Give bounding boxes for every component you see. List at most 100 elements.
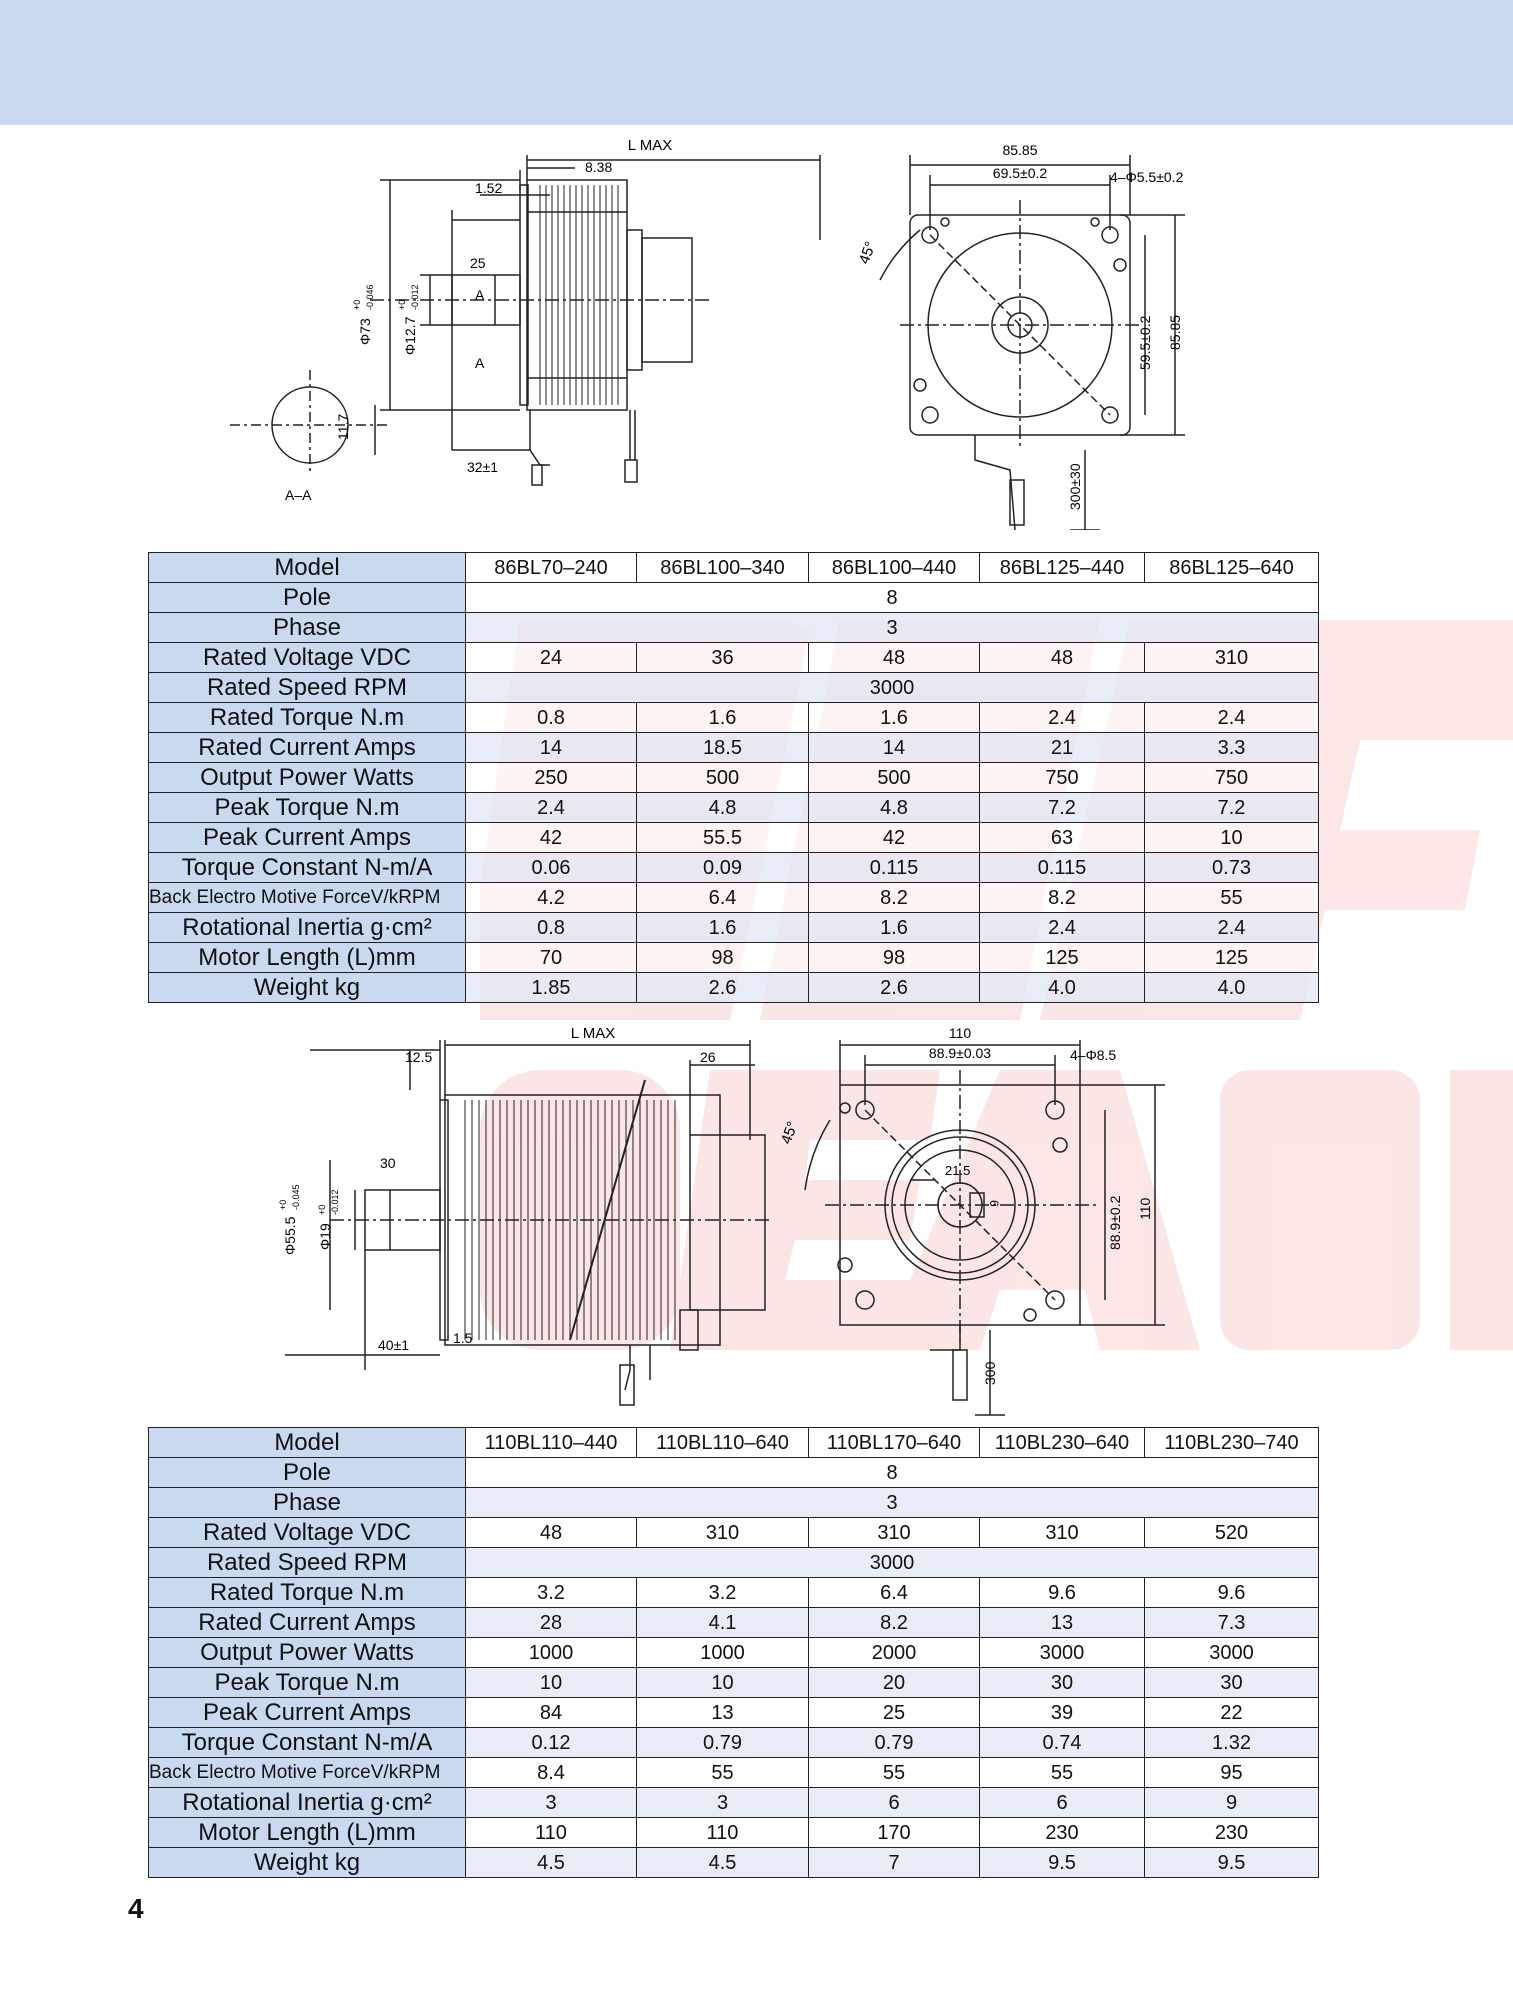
table-row-inertia: Rotational Inertia g·cm² 0.8 1.6 1.6 2.4… <box>148 912 1319 943</box>
table-cell: 0.115 <box>979 852 1145 883</box>
table-row-pole: Pole 8 <box>148 582 1319 613</box>
row-label: Rated Speed RPM <box>148 672 466 703</box>
row-label: Torque Constant N-m/A <box>148 852 466 883</box>
page-number: 4 <box>128 1893 144 1924</box>
table-cell: 310 <box>808 1517 980 1548</box>
table-cell: 110 <box>465 1817 637 1848</box>
table-cell: 55 <box>1144 882 1319 913</box>
row-label: Motor Length (L)mm <box>148 942 466 973</box>
table-row-rated-torque: Rated Torque N.m 0.8 1.6 1.6 2.4 2.4 <box>148 702 1319 733</box>
table-cell: 42 <box>465 822 637 853</box>
dia-12-7: Φ12.7 <box>402 316 418 355</box>
row-label: Output Power Watts <box>148 762 466 793</box>
holes-spec: 4–Φ5.5±0.2 <box>1110 169 1184 185</box>
row-label: Phase <box>148 612 466 643</box>
row-label: Weight kg <box>148 972 466 1003</box>
table-row-phase: Phase 3 <box>148 612 1319 643</box>
table-cell: 0.09 <box>636 852 809 883</box>
table-cell: 4.8 <box>636 792 809 823</box>
table-cell: 9.5 <box>1144 1847 1319 1878</box>
table-cell: 230 <box>979 1817 1145 1848</box>
table-cell: 14 <box>465 732 637 763</box>
table-cell: 4.5 <box>636 1847 809 1878</box>
table-cell: 55 <box>808 1757 980 1788</box>
table-row-rated-speed: Rated Speed RPM 3000 <box>148 672 1319 703</box>
table-row-weight: Weight kg 1.85 2.6 2.6 4.0 4.0 <box>148 972 1319 1003</box>
model-cell: 86BL100–340 <box>636 552 809 583</box>
table-cell: 0.73 <box>1144 852 1319 883</box>
row-label: Rotational Inertia g·cm² <box>148 912 466 943</box>
dim-88-9: 88.9±0.03 <box>929 1045 991 1061</box>
table-row-model: Model 86BL70–240 86BL100–340 86BL100–440… <box>148 552 1319 583</box>
row-label: Pole <box>148 1457 466 1488</box>
dim-110-side: 110 <box>1137 1197 1153 1220</box>
table-cell: 125 <box>1144 942 1319 973</box>
table-cell: 8 <box>465 582 1319 613</box>
table-cell: 3 <box>465 1787 637 1818</box>
table-cell: 8 <box>465 1457 1319 1488</box>
dim-30: 30 <box>380 1155 396 1171</box>
table-cell: 21 <box>979 732 1145 763</box>
dia-55-5: Φ55.5 <box>282 1216 298 1255</box>
row-label: Torque Constant N-m/A <box>148 1727 466 1758</box>
table-cell: 2.4 <box>979 912 1145 943</box>
row-label: Back Electro Motive ForceV/kRPM <box>148 1757 466 1788</box>
section-label: A–A <box>285 487 312 503</box>
table-cell: 0.115 <box>808 852 980 883</box>
table-row-pole: Pole 8 <box>148 1457 1319 1488</box>
table-row-peak-current: Peak Current Amps 42 55.5 42 63 10 <box>148 822 1319 853</box>
label-a-bottom: A <box>475 355 485 371</box>
table-cell: 1000 <box>636 1637 809 1668</box>
row-label: Model <box>148 1427 466 1458</box>
table-cell: 1.6 <box>808 912 980 943</box>
table-cell: 48 <box>465 1517 637 1548</box>
table-cell: 2000 <box>808 1637 980 1668</box>
table-row-length: Motor Length (L)mm 110 110 170 230 230 <box>148 1817 1319 1848</box>
table-cell: 84 <box>465 1697 637 1728</box>
table-cell: 10 <box>1144 822 1319 853</box>
motor-drawing-86: L MAX 8.38 1.52 25 A A Φ73 +0 -0.046 Φ12… <box>230 137 1185 530</box>
dim-1-5: 1.5 <box>453 1330 473 1346</box>
row-label: Peak Current Amps <box>148 822 466 853</box>
model-cell: 86BL70–240 <box>465 552 637 583</box>
label-a-top: A <box>475 287 485 303</box>
table-row-torque-constant: Torque Constant N-m/A 0.12 0.79 0.79 0.7… <box>148 1727 1319 1758</box>
table-cell: 10 <box>636 1667 809 1698</box>
row-label: Peak Torque N.m <box>148 1667 466 1698</box>
table-row-rated-current: Rated Current Amps 14 18.5 14 21 3.3 <box>148 732 1319 763</box>
model-cell: 110BL230–640 <box>979 1427 1145 1458</box>
table-cell: 18.5 <box>636 732 809 763</box>
holes-spec-2: 4–Φ8.5 <box>1070 1047 1116 1063</box>
table-cell: 8.4 <box>465 1757 637 1788</box>
table-cell: 6 <box>808 1787 980 1818</box>
table-cell: 4.5 <box>465 1847 637 1878</box>
table-cell: 7.2 <box>979 792 1145 823</box>
row-label: Output Power Watts <box>148 1637 466 1668</box>
table-cell: 2.4 <box>1144 702 1319 733</box>
dim-69-5: 69.5±0.2 <box>993 165 1048 181</box>
table-cell: 0.8 <box>465 702 637 733</box>
table-cell: 230 <box>1144 1817 1319 1848</box>
table-cell: 9.6 <box>1144 1577 1319 1608</box>
table-cell: 310 <box>1144 642 1319 673</box>
dim-26: 26 <box>700 1049 716 1065</box>
table-cell: 110 <box>636 1817 809 1848</box>
table-cell: 3.2 <box>465 1577 637 1608</box>
dim-12-5: 12.5 <box>405 1049 432 1065</box>
angle-45: 45° <box>856 239 880 266</box>
table-cell: 520 <box>1144 1517 1319 1548</box>
table-row-rated-voltage: Rated Voltage VDC 48 310 310 310 520 <box>148 1517 1319 1548</box>
table-cell: 3 <box>636 1787 809 1818</box>
table-row-weight: Weight kg 4.5 4.5 7 9.5 9.5 <box>148 1847 1319 1878</box>
table-cell: 3.2 <box>636 1577 809 1608</box>
table-cell: 8.2 <box>979 882 1145 913</box>
table-cell: 55.5 <box>636 822 809 853</box>
table-cell: 2.6 <box>636 972 809 1003</box>
dim-85-85-side: 85.85 <box>1167 315 1183 350</box>
table-row-rated-speed: Rated Speed RPM 3000 <box>148 1547 1319 1578</box>
model-cell: 110BL230–740 <box>1144 1427 1319 1458</box>
table-cell: 1.6 <box>636 912 809 943</box>
l-max-label: L MAX <box>628 137 672 154</box>
table-row-phase: Phase 3 <box>148 1487 1319 1518</box>
dim-21-5: 21.5 <box>945 1163 970 1178</box>
